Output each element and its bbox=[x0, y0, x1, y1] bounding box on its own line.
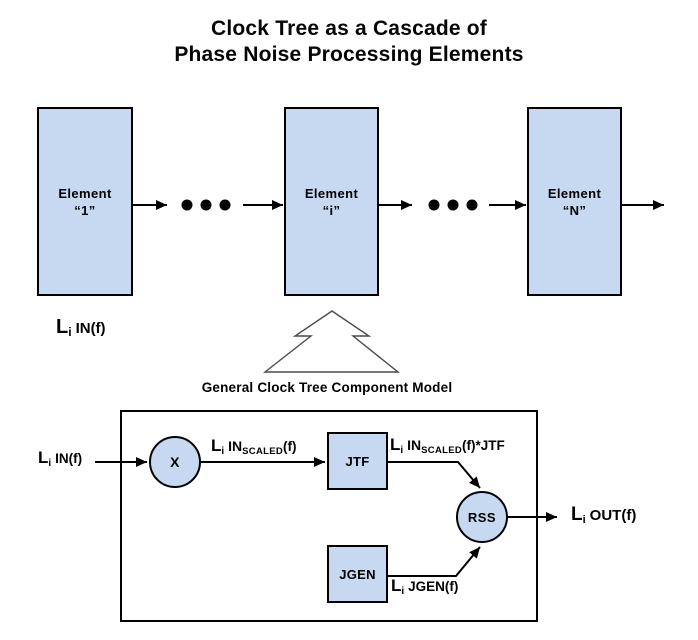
label-subscript: i bbox=[401, 586, 405, 597]
element-i-index: “i” bbox=[322, 202, 341, 218]
element-n-index: “N” bbox=[562, 202, 587, 218]
jtf-box: JTF bbox=[327, 432, 388, 490]
label-rest: OUT(f) bbox=[589, 507, 637, 524]
ellipsis-dot bbox=[447, 199, 459, 211]
diagram-title: Clock Tree as a Cascade of Phase Noise P… bbox=[0, 16, 698, 68]
ellipsis-dot bbox=[219, 199, 231, 211]
multiplier-label: X bbox=[170, 454, 180, 470]
ellipsis-dot bbox=[428, 199, 440, 211]
label-mid: IN bbox=[407, 437, 422, 453]
label-subscript: i bbox=[400, 445, 404, 456]
multiplier-node: X bbox=[149, 436, 201, 488]
label-subscript: i bbox=[48, 458, 52, 469]
component-model-box bbox=[120, 410, 538, 622]
element-1-index: “1” bbox=[74, 202, 96, 218]
label-base: L bbox=[391, 576, 402, 595]
label-subscript: i bbox=[582, 514, 586, 526]
label-subscript: i bbox=[68, 325, 72, 339]
label-tail: (f) bbox=[283, 439, 297, 454]
jgen-label: JGEN bbox=[339, 566, 376, 582]
element-i-box: Element “i” bbox=[284, 107, 379, 296]
label-rest: IN(f) bbox=[75, 320, 106, 337]
arrow-jtf-to-rss bbox=[388, 461, 481, 489]
label-subscript-2: SCALED bbox=[421, 445, 463, 456]
ellipsis-dot bbox=[200, 199, 212, 211]
model-caption: General Clock Tree Component Model bbox=[201, 380, 453, 395]
ellipsis-dot bbox=[181, 199, 193, 211]
zoom-pointer-arrow bbox=[262, 310, 400, 373]
label-base: L bbox=[56, 316, 69, 338]
title-line-1: Clock Tree as a Cascade of bbox=[210, 17, 487, 40]
arrow-jgen-to-rss bbox=[388, 546, 481, 577]
element-n-box: Element “N” bbox=[527, 107, 622, 296]
title-line-2: Phase Noise Processing Elements bbox=[174, 43, 524, 66]
element-n-name: Element bbox=[547, 185, 602, 201]
element-1-box: Element “1” bbox=[37, 107, 133, 296]
rss-node: RSS bbox=[456, 491, 508, 543]
label-base: L bbox=[38, 448, 49, 467]
element-i-name: Element bbox=[304, 185, 359, 201]
rss-label: RSS bbox=[467, 509, 497, 525]
label-rest: JGEN(f) bbox=[408, 579, 459, 594]
element-1-name: Element bbox=[58, 185, 112, 201]
label-subscript-2: SCALED bbox=[242, 446, 284, 457]
label-base: L bbox=[211, 436, 222, 455]
label-subscript: i bbox=[221, 446, 225, 457]
label-rest: IN(f) bbox=[55, 451, 83, 466]
label-tail: (f)*JTF bbox=[462, 438, 505, 453]
label-mid: IN bbox=[228, 438, 243, 454]
jtf-label: JTF bbox=[345, 453, 370, 469]
label-base: L bbox=[571, 504, 583, 525]
label-base: L bbox=[390, 435, 401, 454]
jgen-box: JGEN bbox=[327, 545, 388, 603]
ellipsis-dot bbox=[466, 199, 478, 211]
